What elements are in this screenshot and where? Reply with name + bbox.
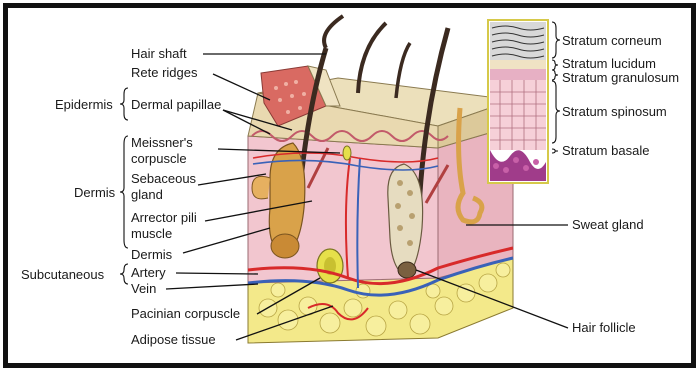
label-stratum-basale: Stratum basale (562, 143, 649, 158)
label-hair-follicle: Hair follicle (572, 320, 636, 335)
skin-block-illustration (248, 16, 513, 343)
label-stratum-granulosum: Stratum granulosum (562, 70, 679, 85)
label-adipose: Adipose tissue (131, 332, 216, 347)
label-rete-ridges: Rete ridges (131, 65, 198, 80)
label-dermis-group: Dermis (74, 185, 116, 200)
label-subcutaneous: Subcutaneous (21, 267, 105, 282)
label-sweat-gland: Sweat gland (572, 217, 644, 232)
label-pacinian: Pacinian corpuscle (131, 306, 240, 321)
label-dermal-papillae: Dermal papillae (131, 97, 221, 112)
label-vein: Vein (131, 281, 156, 296)
label-sebaceous-line2: gland (131, 187, 163, 202)
label-arrector-line1: Arrector pili (131, 210, 197, 225)
label-stratum-lucidum: Stratum lucidum (562, 56, 656, 71)
inset-braces (552, 22, 560, 153)
skin-diagram: Hair shaft Rete ridges Epidermis Dermal … (8, 8, 691, 363)
label-meissners-line2: corpuscle (131, 151, 187, 166)
epidermis-inset (488, 20, 548, 183)
label-artery: Artery (131, 265, 166, 280)
label-hair-shaft: Hair shaft (131, 46, 187, 61)
left-braces (120, 88, 128, 284)
label-stratum-spinosum: Stratum spinosum (562, 104, 667, 119)
label-dermis: Dermis (131, 247, 173, 262)
label-sebaceous-line1: Sebaceous (131, 171, 197, 186)
label-meissners-line1: Meissner's (131, 135, 193, 150)
label-epidermis: Epidermis (55, 97, 113, 112)
diagram-frame: Hair shaft Rete ridges Epidermis Dermal … (3, 3, 696, 368)
label-arrector-line2: muscle (131, 226, 172, 241)
label-stratum-corneum: Stratum corneum (562, 33, 662, 48)
